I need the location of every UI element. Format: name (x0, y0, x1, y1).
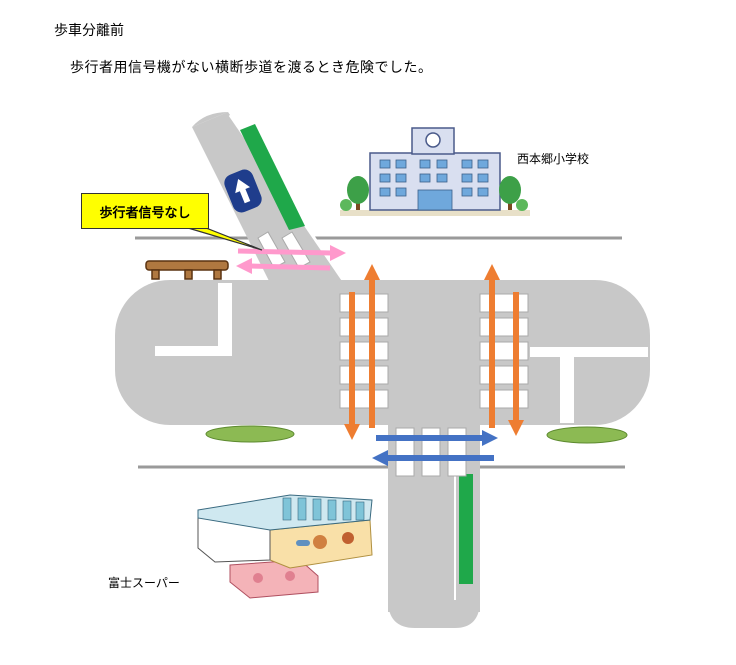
blue-arrows (372, 430, 498, 466)
school-building-icon (340, 127, 530, 216)
supermarket-building-icon (197, 494, 373, 599)
pink-arrows (236, 245, 346, 274)
tree-icon (340, 176, 528, 211)
green-lane-diagonal (240, 124, 305, 230)
bench-icon (145, 260, 229, 280)
up-arrow-sign-icon (224, 169, 262, 213)
school-label: 西本郷小学校 (517, 152, 590, 166)
page-title: 歩車分離前 (54, 23, 124, 39)
no-pedestrian-signal-callout: 歩行者信号なし (81, 193, 209, 229)
supermarket-label: 富士スーパー (108, 576, 180, 590)
bush-icon (205, 425, 628, 444)
zebra-crossing-east (479, 293, 529, 409)
zebra-crossing-west (339, 293, 389, 409)
side-road-markings (155, 283, 648, 423)
page-subtitle: 歩行者用信号機がない横断歩道を渡るとき危険でした。 (70, 60, 433, 76)
orange-arrows (344, 264, 524, 440)
green-lane-south (459, 474, 473, 584)
